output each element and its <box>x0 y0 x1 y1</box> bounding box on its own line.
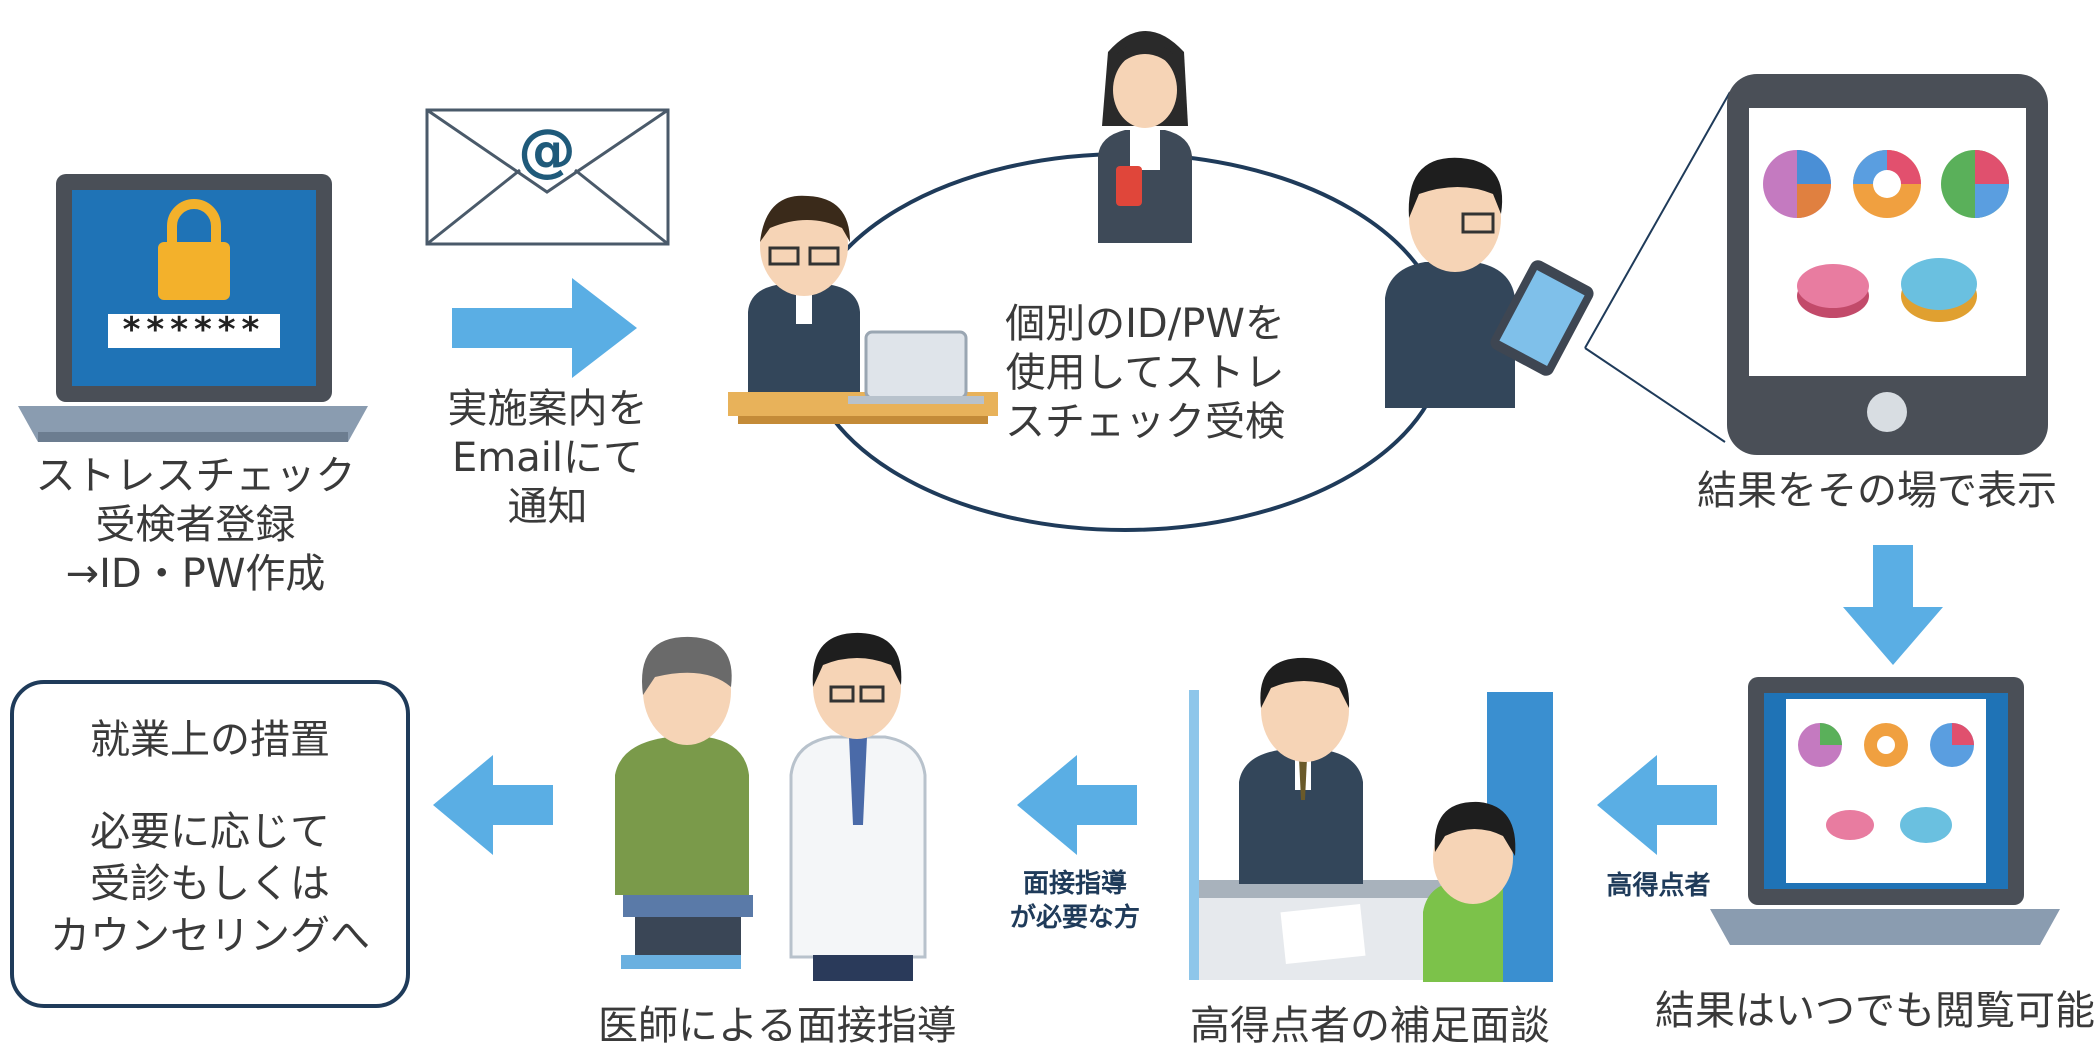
step3-label: 個別のID/PWを 使用してストレ スチェック受検 <box>1005 301 1285 445</box>
person-with-tablet-icon <box>1385 157 1594 408</box>
person-icon <box>1098 31 1192 243</box>
tablet-icon <box>1490 260 1594 376</box>
pie-chart-icon <box>1763 150 2009 322</box>
padlock-icon <box>158 199 230 300</box>
step7-tag: 面接指導 が必要な方 <box>1009 869 1140 933</box>
password-mask: ****** <box>123 310 266 350</box>
pie-chart-icon <box>1798 723 1974 843</box>
doctor-icon <box>789 632 927 981</box>
password-field <box>108 314 280 348</box>
zoom-lines <box>1584 91 1731 443</box>
step6-tag: 高得点者 <box>1606 871 1711 901</box>
step4-caption: 結果をその場で表示 <box>1697 468 2057 514</box>
step5-caption: 結果はいつでも閲覧可能 <box>1655 988 2095 1034</box>
laptop-results-icon <box>1710 677 2060 945</box>
doctor-patient-scene-icon <box>615 632 927 981</box>
step6-caption: 高得点者の補足面談 <box>1190 1003 1550 1049</box>
arrow-left-icon <box>1017 755 1137 855</box>
at-sign-icon: @ <box>518 116 576 184</box>
home-button <box>1867 392 1907 432</box>
measures-title: 就業上の措置 <box>90 717 330 763</box>
envelope-icon: @ <box>425 108 670 246</box>
laptop-login-illustration: ****** <box>18 174 368 442</box>
step7-caption: 医師による面接指導 <box>598 1003 957 1049</box>
person-at-desk-icon <box>728 195 998 424</box>
arrow-right-icon <box>452 278 637 378</box>
arrow-left-icon <box>1597 755 1717 855</box>
arrow-left-icon <box>433 755 553 855</box>
tablet-results-icon <box>1727 74 2048 455</box>
step2-label: 実施案内を Emailにて 通知 <box>447 386 648 530</box>
patient-icon <box>615 636 753 969</box>
arrow-down-icon <box>1843 545 1943 665</box>
counseling-scene-icon <box>1189 657 1553 982</box>
measures-box: 就業上の措置 必要に応じて 受診もしくは カウンセリングへ <box>10 680 410 1008</box>
step1-label: ストレスチェック 受検者登録 →ID・PW作成 <box>35 453 356 597</box>
